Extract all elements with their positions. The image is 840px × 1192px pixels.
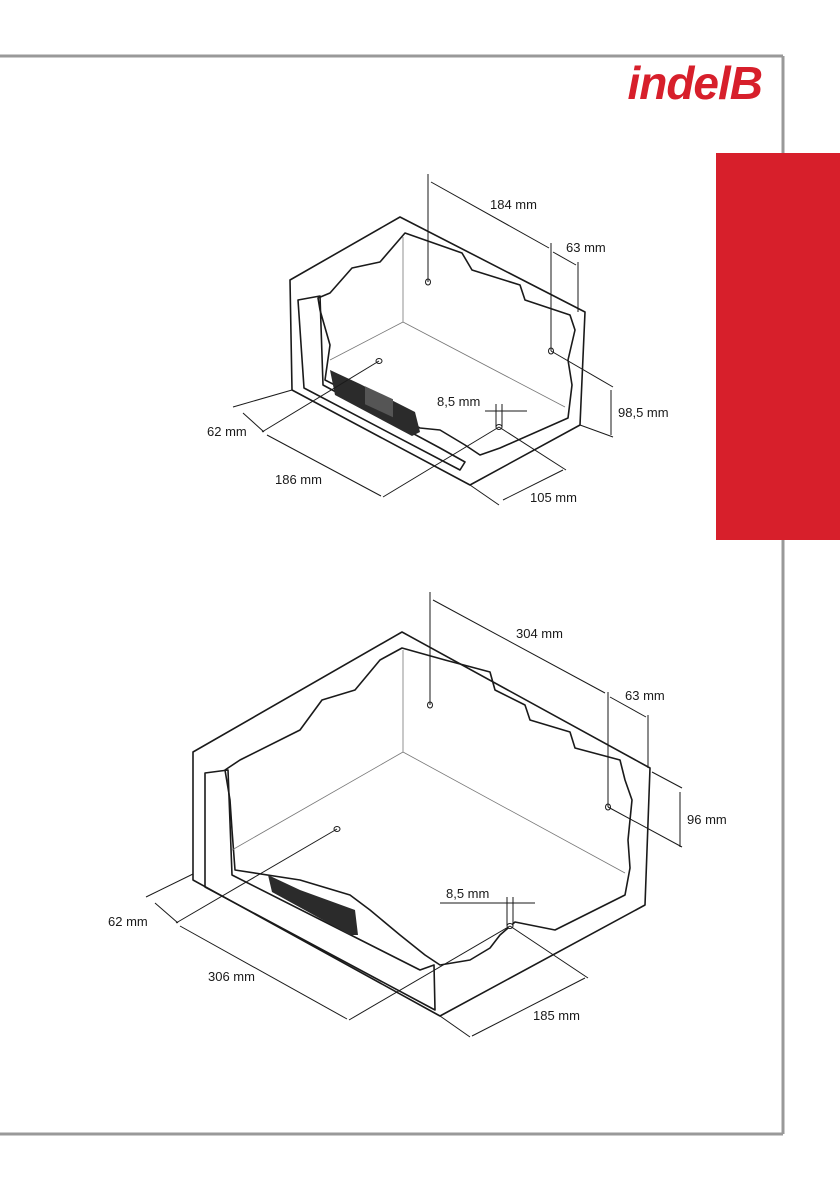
safe-outline (193, 632, 650, 1016)
dim-label-width-front: 306 mm (208, 969, 255, 984)
dim-label-height-right: 96 mm (687, 812, 727, 827)
cutaway-outline (225, 648, 632, 965)
dim-label-depth: 185 mm (533, 1008, 580, 1023)
dim-label-width-rear: 304 mm (516, 626, 563, 641)
dim-label-offset-right: 63 mm (625, 688, 665, 703)
dim-label-offset-left: 62 mm (108, 914, 148, 929)
dim-label-hole: 8,5 mm (446, 886, 489, 901)
